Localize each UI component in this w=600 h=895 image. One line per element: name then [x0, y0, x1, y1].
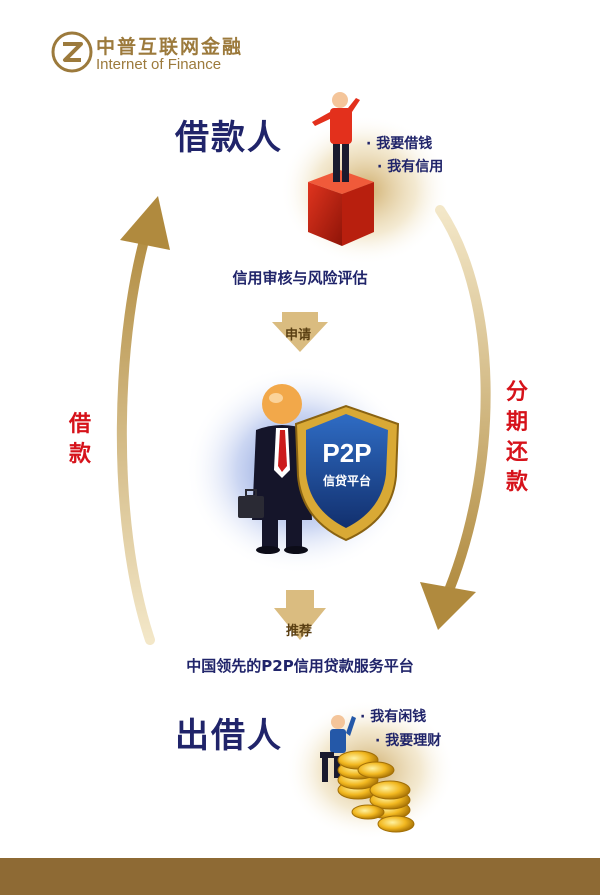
- recommend-arrow-label: 推荐: [286, 624, 313, 639]
- borrower-bullet-1: 我要借钱: [366, 133, 432, 153]
- borrower-title: 借款人: [175, 118, 283, 158]
- lender-bullet-1: 我有闲钱: [360, 706, 426, 726]
- shield-badge-title: P2P: [322, 438, 372, 468]
- apply-arrow-label: 申请: [285, 328, 312, 343]
- bottom-brand-bar: [0, 858, 600, 895]
- left-arrow-label: 借款: [68, 412, 91, 467]
- brand-name-en: Internet of Finance: [96, 56, 222, 73]
- borrower-bullet-2: 我有信用: [377, 156, 443, 176]
- shield-badge-subtitle: 信贷平台: [322, 474, 371, 488]
- credit-review-label: 信用审核与风险评估: [232, 269, 368, 287]
- brand-name-cn: 中普互联网金融: [96, 36, 244, 58]
- lender-bullet-2: 我要理财: [375, 730, 441, 750]
- right-arrow-label: 分期还款: [505, 380, 528, 495]
- company-logo: [51, 31, 93, 73]
- platform-tagline: 中国领先的P2P信用贷款服务平台: [186, 657, 414, 675]
- lender-title: 出借人: [175, 716, 283, 756]
